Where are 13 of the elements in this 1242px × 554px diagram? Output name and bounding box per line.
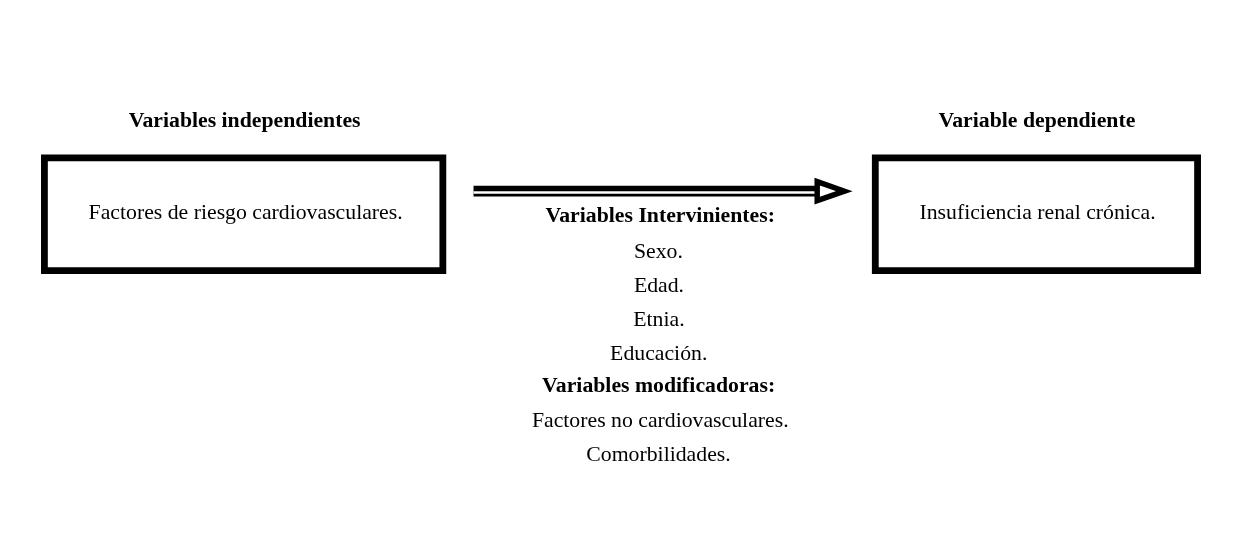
label: Comorbilidades. — [586, 441, 731, 466]
label: Factores no cardiovasculares. — [531, 407, 789, 432]
label: Educación. — [610, 340, 708, 364]
label: Etnia. — [633, 306, 685, 330]
arrow — [473, 177, 853, 204]
node-box: Factores de riesgo cardiovasculares. — [41, 153, 447, 274]
label: Variables Intervinientes: — [545, 202, 775, 227]
label: Edad. — [633, 272, 685, 297]
node-box: Insuficiencia renal crónica. — [871, 153, 1201, 274]
node-label: Variable dependiente — [938, 107, 1136, 132]
label: Sexo. — [633, 238, 683, 263]
node-label: Variables independientes — [128, 107, 361, 132]
label: Variables modificadoras: — [542, 372, 776, 397]
